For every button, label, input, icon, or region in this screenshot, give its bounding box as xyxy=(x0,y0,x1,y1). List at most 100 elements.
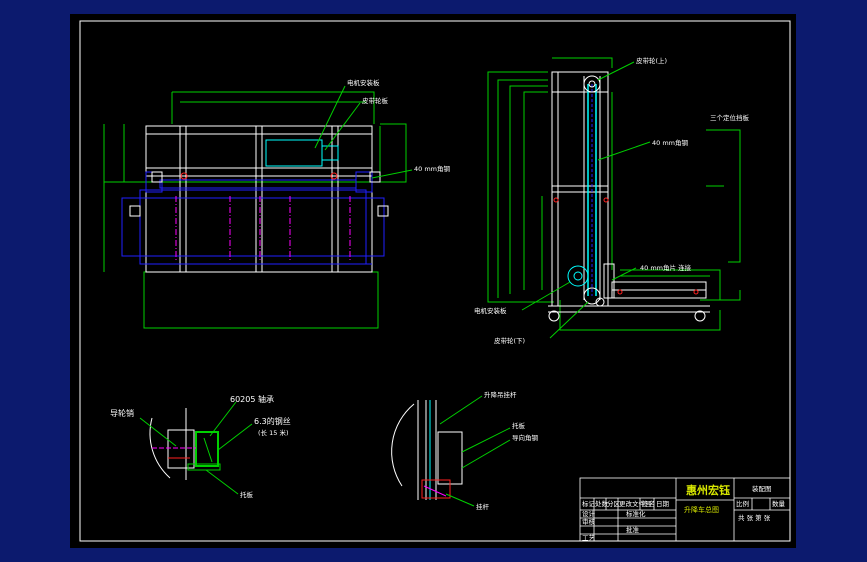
front-leader-1 xyxy=(314,85,346,149)
side-label-motor-plate: 电机安装板 xyxy=(474,306,507,315)
tb-company: 惠州宏钰 xyxy=(686,483,730,497)
side-pulley-top-inner xyxy=(588,80,596,88)
side-label-angle: 40 mm角钢 xyxy=(652,138,689,147)
tb-count: 处数 xyxy=(595,499,609,508)
front-bracket-l xyxy=(151,171,163,183)
detail-a-plate xyxy=(187,463,221,471)
title-block-frame xyxy=(579,477,791,542)
side-wheel-1 xyxy=(548,310,560,322)
side-green-stop xyxy=(706,129,741,263)
tb-approve: 批准 xyxy=(626,525,640,534)
front-label-angle: 40 mm角钢 xyxy=(414,164,451,173)
side-motor-wheel xyxy=(567,265,589,287)
detail-b-label-guide: 导向角钢 xyxy=(512,433,539,442)
side-leader-flat xyxy=(611,267,637,281)
tb-drawing-name: 升降车总图 xyxy=(684,505,719,514)
front-green-top xyxy=(103,124,381,183)
tb-date: 日期 xyxy=(656,500,670,508)
detail-a-bearing xyxy=(195,431,219,467)
detail-b-arc xyxy=(391,403,415,487)
side-green-base xyxy=(620,269,721,300)
side-wheel-3 xyxy=(595,297,605,307)
title-block xyxy=(579,477,791,542)
drawing-sheet xyxy=(70,14,796,548)
tb-design: 设计 xyxy=(582,509,596,518)
front-bracket-r xyxy=(369,171,381,183)
side-pulley-bottom xyxy=(583,287,601,305)
side-green-low xyxy=(559,300,721,331)
front-green-frame xyxy=(380,123,407,183)
detail-b-hook xyxy=(421,479,451,499)
tb-scale: 比例 xyxy=(736,499,749,508)
side-wheel-2 xyxy=(694,310,706,322)
side-green-3 xyxy=(509,85,548,294)
detail-a-label-guide-pin: 导轮销 xyxy=(110,408,134,418)
tb-mark: 标记 xyxy=(582,499,596,508)
side-red-2 xyxy=(603,197,609,203)
side-leader-angle xyxy=(597,141,651,161)
tb-process: 工艺 xyxy=(582,534,596,542)
detail-a-label-spring-1: 6.3的钢丝 xyxy=(254,416,291,426)
front-view xyxy=(103,85,413,329)
detail-a-leader-2 xyxy=(209,401,237,437)
front-motor-shaft xyxy=(321,145,339,161)
detail-a-leader-1 xyxy=(139,417,177,447)
tb-sign: 签名 xyxy=(642,499,655,508)
detail-a-label-plate: 托板 xyxy=(240,490,254,499)
side-leader-top xyxy=(597,61,635,81)
detail-b-leader-1 xyxy=(439,395,483,425)
front-label-belt-plate: 皮带轮板 xyxy=(362,96,389,105)
front-label-motor-plate: 电机安装板 xyxy=(347,78,380,87)
side-label-roller-bottom: 皮带轮(下) xyxy=(494,336,525,345)
detail-a-bearing-in xyxy=(203,437,213,463)
detail-b-label-lift-rod: 升降吊挂杆 xyxy=(484,390,517,399)
detail-b-leader-2 xyxy=(461,427,511,453)
front-leader-2 xyxy=(324,102,361,151)
front-green-upper xyxy=(172,91,375,124)
detail-a-bracket xyxy=(167,429,195,469)
detail-a-leader-4 xyxy=(205,469,239,495)
front-tab-l xyxy=(129,205,141,217)
side-green-br xyxy=(700,290,741,301)
detail-b-leader-4 xyxy=(445,493,475,507)
side-label-angle-flat: 40 mm角片 连接 xyxy=(640,263,692,272)
side-motor-wheel-inner xyxy=(573,271,583,281)
detail-a-arc xyxy=(149,417,171,479)
tb-zone: 分区 xyxy=(607,499,621,508)
side-green-top xyxy=(552,57,613,68)
detail-b-leader-3 xyxy=(461,439,511,469)
detail-a xyxy=(139,401,253,495)
front-tab-r xyxy=(377,205,389,217)
side-carriage-post xyxy=(603,263,615,299)
front-leader-3 xyxy=(371,169,413,179)
tb-sheet-no: 共 张 第 张 xyxy=(738,513,771,522)
front-blue-bar xyxy=(159,179,357,189)
tb-std: 标准化 xyxy=(626,509,646,518)
side-green-4 xyxy=(523,91,548,290)
side-red-4 xyxy=(693,289,699,295)
side-leader-bottom xyxy=(549,301,589,339)
tb-check: 审核 xyxy=(582,517,596,526)
detail-b-label-hook: 挂杆 xyxy=(476,502,490,511)
side-red-1 xyxy=(553,197,559,203)
side-label-roller-top: 皮带轮(上) xyxy=(636,56,667,65)
front-white-frame xyxy=(145,125,373,273)
front-wheel-l xyxy=(180,172,188,180)
side-pulley-top xyxy=(583,75,601,93)
side-red-3 xyxy=(617,289,623,295)
tb-qty: 数量 xyxy=(772,499,786,508)
side-leader-motor xyxy=(521,281,571,311)
detail-a-label-spring-2: (长 15 米) xyxy=(258,428,288,437)
side-view xyxy=(487,57,741,339)
detail-b xyxy=(391,395,511,507)
side-green-2 xyxy=(497,79,548,298)
front-blue-lower xyxy=(121,197,385,257)
front-wheel-r xyxy=(330,172,338,180)
detail-b-label-plate: 托板 xyxy=(512,421,526,430)
tb-stage: 装配图 xyxy=(752,484,772,493)
detail-b-hook-x xyxy=(423,485,447,497)
detail-a-label-bearing: 60205 轴承 xyxy=(230,394,274,404)
side-green-outer xyxy=(487,71,554,303)
